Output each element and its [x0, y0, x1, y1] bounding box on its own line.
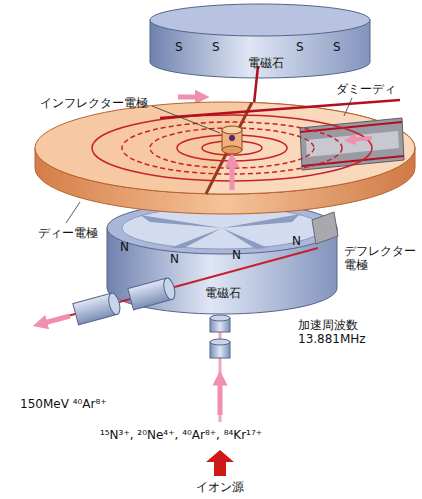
- part-label: インフレクター電極: [40, 96, 148, 110]
- part-label: ダミーディ: [336, 82, 396, 96]
- ion-source-arrow: [206, 450, 234, 476]
- source-label: イオン源: [196, 480, 244, 494]
- dee-electrodes: [35, 102, 415, 214]
- magnet-pole-letter: S: [333, 40, 341, 54]
- magnet-pole-letter: S: [175, 40, 183, 54]
- top-magnet: [150, 4, 370, 78]
- magnet-pole-letter: N: [292, 234, 301, 248]
- beam-arrow: [178, 95, 202, 100]
- leader-lines: [66, 98, 352, 223]
- inflector-cylinder: [222, 126, 242, 190]
- magnet-pole-letter: N: [170, 252, 179, 266]
- magnet-pole-letter: N: [232, 248, 241, 262]
- deflector-plate: [312, 212, 338, 244]
- ion-list: ¹⁵N³⁺, ²⁰Ne⁴⁺, ⁴⁰Ar⁸⁺, ⁸⁴Kr¹⁷⁺: [100, 428, 262, 442]
- magnet-label: 電磁石: [248, 56, 284, 70]
- beam-arrow: [350, 138, 372, 140]
- bottom-magnet: [107, 202, 337, 314]
- magnet-pole-letter: S: [212, 40, 220, 54]
- electrode-rod: [160, 100, 400, 118]
- beam-label: 150MeV ⁴⁰Ar⁸⁺: [20, 397, 107, 411]
- magnet-pole-letter: S: [296, 40, 304, 54]
- extraction-beam: [40, 248, 318, 325]
- inflector-rod: [254, 66, 258, 104]
- frequency-label: 加速周波数 13.881MHz: [298, 318, 378, 347]
- part-label: ディー電極: [38, 226, 98, 240]
- magnet-label: 電磁石: [205, 286, 241, 300]
- injection-line: [210, 314, 230, 422]
- magnet-pole-letter: N: [120, 240, 129, 254]
- part-label: デフレクター電極: [344, 244, 418, 273]
